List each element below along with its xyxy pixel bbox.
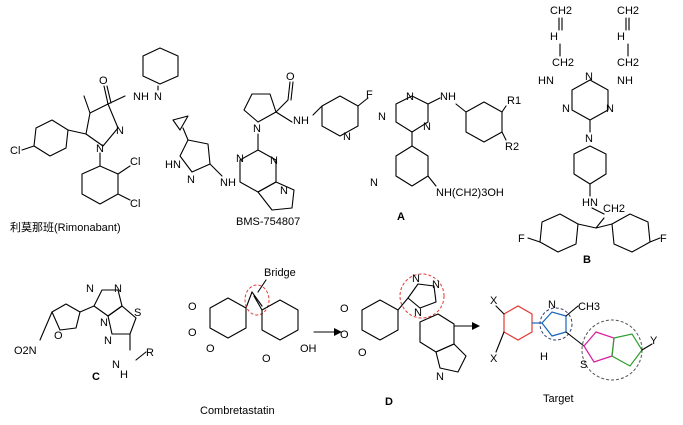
a-n1: N bbox=[406, 91, 414, 103]
b-nh-right: NH bbox=[617, 75, 633, 87]
cl-left: Cl bbox=[10, 145, 20, 157]
d-o2: O bbox=[340, 329, 349, 341]
c-h: H bbox=[120, 369, 128, 381]
target-fused-ring-highlight bbox=[581, 319, 643, 381]
amide-nh: NH bbox=[133, 91, 149, 103]
cl-para: Cl bbox=[130, 198, 140, 210]
c-s: S bbox=[134, 307, 141, 319]
d-n3: N bbox=[414, 307, 422, 319]
arrow-2-head bbox=[472, 322, 480, 330]
cl-ortho: Cl bbox=[130, 156, 140, 168]
a-pyridine-n: N bbox=[370, 177, 378, 189]
pyrazole-n2: N bbox=[116, 125, 124, 137]
bms-pyridine-n: N bbox=[343, 131, 351, 143]
compound-b-structure: CH2 CH2 H H CH2 CH2 HN NH N N N N HN CH2… bbox=[518, 5, 667, 266]
bms-n1: N bbox=[236, 153, 244, 165]
a-r1: R1 bbox=[507, 95, 521, 107]
caption-a: A bbox=[397, 211, 405, 223]
b-ch2-r2: CH2 bbox=[617, 57, 639, 69]
bms-amide-nh: NH bbox=[293, 115, 309, 127]
comb-o2: O bbox=[188, 327, 197, 339]
caption-target: Target bbox=[543, 393, 574, 405]
target-x-bottom: X bbox=[490, 353, 498, 365]
b-n-right: N bbox=[606, 103, 614, 115]
caption-b: B bbox=[583, 254, 591, 266]
a-r2: R2 bbox=[505, 141, 519, 153]
d-triazole-highlight-ring bbox=[399, 273, 445, 319]
a-nh: NH bbox=[440, 91, 456, 103]
caption-d: D bbox=[385, 396, 393, 408]
bms-754807-structure: HN N NH N N N N O NH N F BMS-754807 bbox=[165, 71, 373, 228]
c-o2n: O2N bbox=[14, 345, 37, 357]
caption-c: C bbox=[92, 371, 100, 383]
target-y: Y bbox=[650, 335, 658, 347]
bridge-label: Bridge bbox=[264, 267, 296, 279]
amide-o: O bbox=[99, 75, 108, 87]
bms-n3: N bbox=[280, 185, 288, 197]
a-n2: N bbox=[378, 111, 386, 123]
b-ch-right: H bbox=[617, 31, 625, 43]
arrow-1-head bbox=[334, 328, 342, 336]
c-furan-o: O bbox=[54, 330, 63, 342]
b-f-right: F bbox=[660, 233, 667, 245]
bms-n2: N bbox=[270, 155, 278, 167]
target-ch3: CH3 bbox=[578, 301, 600, 313]
comb-oh: OH bbox=[300, 343, 317, 355]
comb-o4: O bbox=[262, 353, 271, 365]
combretastatin-structure: O O O Bridge OH O Combretastatin bbox=[188, 267, 317, 417]
b-hn-mid: HN bbox=[582, 197, 598, 209]
b-n-top: N bbox=[585, 71, 593, 83]
b-piperidine-n: N bbox=[585, 133, 593, 145]
compound-c-structure: O O2N N N N S N N H R C bbox=[14, 283, 154, 383]
b-f-left: F bbox=[518, 233, 525, 245]
bms-nh: NH bbox=[220, 177, 236, 189]
c-n3: N bbox=[100, 317, 108, 329]
target-structure: X X N CH3 H S Y Target bbox=[490, 295, 658, 405]
target-pyrazole-n: N bbox=[548, 299, 556, 311]
target-s: S bbox=[580, 359, 587, 371]
b-ch-left: H bbox=[550, 31, 558, 43]
d-n2: N bbox=[432, 279, 440, 291]
b-ch2-left: CH2 bbox=[550, 5, 572, 17]
target-pyrazole-highlight bbox=[539, 307, 573, 341]
a-n3: N bbox=[423, 121, 431, 133]
c-n1: N bbox=[86, 283, 94, 295]
bms-o: O bbox=[286, 71, 295, 83]
compound-a-structure: N N N NH R1 R2 N NH(CH2)3OH A bbox=[370, 91, 521, 223]
compound-d-structure: O O O N N N N D bbox=[340, 273, 467, 408]
d-o3: O bbox=[358, 347, 367, 359]
caption-rimonabant: 利莫那班(Rimonabant) bbox=[10, 221, 121, 234]
c-nh: N bbox=[112, 359, 120, 371]
d-n1: N bbox=[412, 273, 420, 285]
b-ch2-l2: CH2 bbox=[552, 57, 574, 69]
a-side-chain: NH(CH2)3OH bbox=[436, 187, 504, 199]
pyrazole-n1: N bbox=[96, 143, 104, 155]
c-n4: N bbox=[104, 335, 112, 347]
b-n-left: N bbox=[562, 103, 570, 115]
target-h: H bbox=[540, 351, 548, 363]
d-indole-n: N bbox=[436, 371, 444, 383]
caption-bms: BMS-754807 bbox=[236, 216, 300, 228]
bms-f: F bbox=[366, 89, 373, 101]
comb-o3: O bbox=[206, 343, 215, 355]
bms-pyrazole-n: N bbox=[187, 174, 195, 186]
b-hn-left: HN bbox=[538, 75, 554, 87]
b-ch2-right: CH2 bbox=[617, 5, 639, 17]
caption-combretastatin: Combretastatin bbox=[200, 405, 275, 417]
b-ch2-mid: CH2 bbox=[603, 203, 625, 215]
bridge-highlight-ring bbox=[244, 284, 270, 316]
bms-hn: HN bbox=[165, 159, 181, 171]
comb-o1: O bbox=[188, 301, 197, 313]
c-n2: N bbox=[114, 283, 122, 295]
bms-pyrrolidine-n: N bbox=[253, 123, 261, 135]
piperidine-n: N bbox=[154, 91, 162, 103]
rimonabant-structure: N NH O N N Cl Cl Cl 利莫那班(Rimonabant) bbox=[10, 47, 179, 234]
c-r: R bbox=[146, 347, 154, 359]
target-x-top: X bbox=[490, 295, 498, 307]
d-o1: O bbox=[340, 303, 349, 315]
